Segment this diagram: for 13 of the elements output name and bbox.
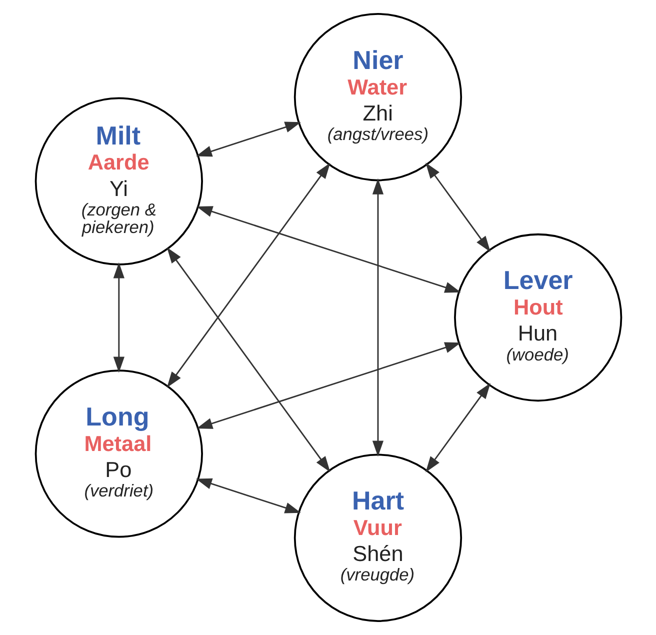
node-circle: Hart Vuur Shén (vreugde) (293, 454, 462, 622)
arrow (425, 383, 490, 472)
arrow (196, 342, 460, 429)
arrow (425, 162, 490, 252)
arrow (166, 162, 330, 388)
arrow (196, 206, 460, 293)
arrow (372, 178, 384, 457)
node-circle: Nier Water Zhi (angst/vrees) (293, 13, 462, 182)
arrow (195, 478, 300, 514)
arrow (166, 247, 330, 472)
node-circle: Lever Hout Hun (woede) (454, 233, 622, 402)
arrow (195, 122, 300, 157)
arrow (112, 262, 124, 373)
